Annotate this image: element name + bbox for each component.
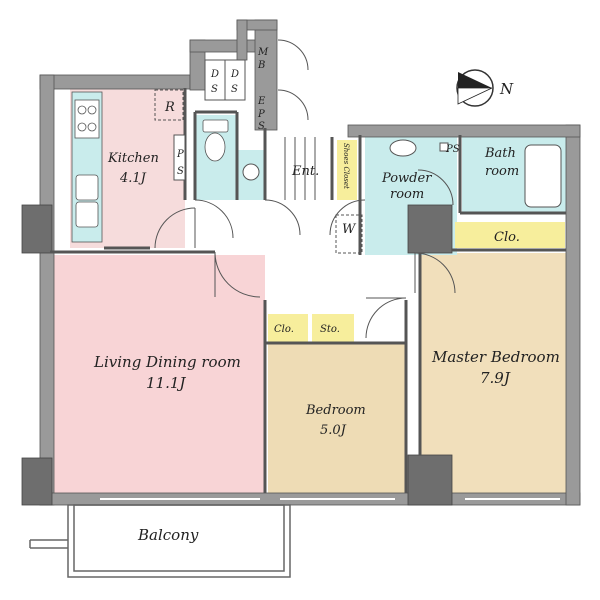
washer-icon xyxy=(335,214,363,254)
master-bedroom-label: Master Bedroom xyxy=(431,348,560,366)
washer-label: W xyxy=(342,222,357,237)
bedroom-label: Bedroom xyxy=(305,403,366,418)
eps-label-1: E xyxy=(257,96,266,107)
balcony-label: Balcony xyxy=(137,526,199,544)
bedroom-closet-area xyxy=(268,314,308,342)
kitchen-ps-box xyxy=(173,134,186,181)
bedroom-size: 5.0J xyxy=(320,423,347,438)
living-dining-area xyxy=(50,255,265,493)
powder-room-label: Powder xyxy=(381,171,432,186)
kitchen-label: Kitchen xyxy=(107,151,159,166)
toilet-icon xyxy=(202,119,229,162)
ds1-label-bottom: S xyxy=(211,84,218,95)
compass-north-label: N xyxy=(499,80,514,98)
master-closet-label: Clo. xyxy=(494,230,520,245)
powder-room-label-2: room xyxy=(390,187,424,202)
eps-label-2: P xyxy=(257,109,265,120)
kitchen-ps-label-2: S xyxy=(177,166,184,177)
bedroom-area xyxy=(268,343,406,493)
bath-room-label-2: room xyxy=(485,164,519,179)
ds2-label-top: D xyxy=(230,69,239,80)
ds1-label-top: D xyxy=(210,69,219,80)
stove-icon xyxy=(74,99,100,139)
living-size: 11.1J xyxy=(146,374,186,392)
balcony-outline xyxy=(29,504,291,578)
powder-basin-icon xyxy=(389,139,417,157)
storage-label: Sto. xyxy=(320,324,340,335)
mb-label-bottom: B xyxy=(257,60,265,71)
refrigerator-icon xyxy=(154,89,184,121)
ps-bath-box xyxy=(439,142,449,152)
ds2-label-bottom: S xyxy=(231,84,238,95)
master-bedroom-area xyxy=(420,253,568,493)
ps-bath-label: PS xyxy=(445,144,460,155)
sink-icon xyxy=(75,174,99,228)
living-label: Living Dining room xyxy=(93,353,241,371)
kitchen-size: 4.1J xyxy=(119,171,147,186)
shoes-closet-label: Shoes Closet xyxy=(342,143,350,189)
bathtub-icon xyxy=(524,144,562,208)
kitchen-ps-label-1: P xyxy=(176,149,184,160)
bath-room-label: Bath xyxy=(484,146,516,161)
compass-icon xyxy=(456,69,494,107)
ds-shaft-2 xyxy=(224,59,246,101)
eps-label-3: S xyxy=(258,121,265,132)
master-bedroom-size: 7.9J xyxy=(480,369,511,387)
shoes-closet-area xyxy=(337,140,357,200)
entrance-label: Ent. xyxy=(291,164,319,179)
master-closet-area xyxy=(455,222,565,248)
washbasin-icon xyxy=(242,163,260,181)
bedroom-closet-label: Clo. xyxy=(274,324,294,335)
storage-area xyxy=(312,314,354,342)
mb-label-top: M xyxy=(257,47,269,58)
refrigerator-label: R xyxy=(164,100,175,115)
